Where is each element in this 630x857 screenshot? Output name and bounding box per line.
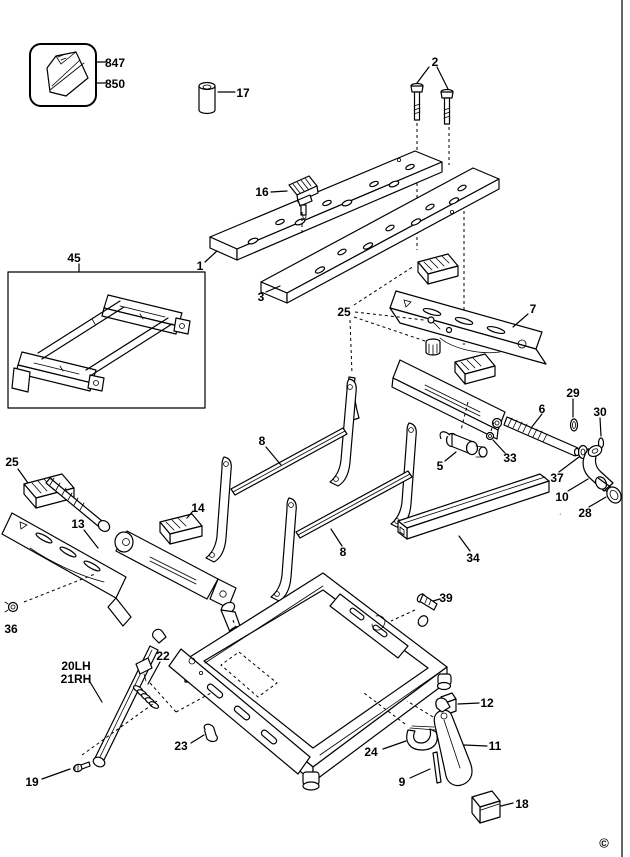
callout-10: 10 [555,490,569,504]
rear-jaw-bracket-drawing [389,290,547,365]
callout-3: 3 [257,290,265,304]
clamp-arm-drawing [114,530,247,649]
sliding-jaw-arm-drawing [391,359,506,440]
callout-34: 34 [466,551,480,565]
nut-36-drawing [4,573,96,613]
fastener-set-left-drawing [17,468,111,533]
callout-11: 11 [488,739,502,753]
callout-36: 36 [4,622,18,636]
screw-19-drawing [41,761,91,780]
callout-14: 14 [191,501,205,515]
retaining-pin-30-drawing [597,417,605,449]
foot-cap-18-drawing [471,790,514,824]
lead-screw-drawing [503,413,581,457]
callout-17: 17 [236,86,250,100]
callout-24: 24 [364,745,378,759]
callout-28: 28 [578,506,592,520]
callout-30: 30 [593,405,607,419]
folding-strut-drawing [89,628,167,768]
foot-pedal-drawing [406,697,488,787]
callout-16: 16 [255,185,269,199]
callout-37: 37 [550,471,564,485]
spring-22-drawing [81,661,212,756]
callout-850: 850 [104,77,126,91]
cross-rail-drawing [397,473,550,552]
callout-5: 5 [436,459,444,473]
callout-847: 847 [104,56,126,70]
callout-6: 6 [538,402,546,416]
jaw-frame-assembly-box [7,263,206,409]
retaining-ring-29-drawing [569,398,579,432]
callout-18: 18 [515,797,529,811]
callout-9: 9 [398,775,406,789]
callout-45: 45 [67,251,81,265]
hardware-bag-icon [29,43,107,107]
callout-1: 1 [196,259,204,273]
callout-25-upper: 25 [337,305,351,319]
callout-7: 7 [529,302,537,316]
base-frame-drawing [168,572,452,791]
callout-21RH: 21RH [60,672,92,686]
callout-25-left: 25 [5,455,19,469]
pivot-pin-9-drawing [409,751,442,784]
worktop-board-3-drawing [260,167,500,304]
callout-19: 19 [25,775,39,789]
crank-handle-drawing [439,431,506,462]
callout-23: 23 [174,739,188,753]
callout-8-lower: 8 [339,545,347,559]
callout-13: 13 [71,517,85,531]
callout-33: 33 [503,451,517,465]
callout-20LH: 20LH [61,659,91,673]
latch-clip-24-drawing [363,692,438,751]
leg-frame-upper-drawing [205,378,357,563]
slide-block-14-drawing [159,510,203,545]
leg-frame-lower-drawing [270,422,417,602]
copyright-mark: © [599,835,609,851]
callout-8-upper: 8 [258,434,266,448]
front-jaw-bracket-drawing [1,512,132,627]
callout-12: 12 [480,696,494,710]
swivel-grip-drawing [270,175,319,233]
callout-29: 29 [566,386,580,400]
callout-22: 22 [156,649,170,663]
bushing-23-drawing [190,723,218,744]
roller-sleeve-28-drawing [588,476,622,508]
spacer-sleeve-drawing [198,81,236,115]
callout-39: 39 [439,591,453,605]
worktop-board-1-drawing [204,150,443,263]
callout-2: 2 [431,55,439,69]
spring-pin-link-drawing [390,504,607,640]
